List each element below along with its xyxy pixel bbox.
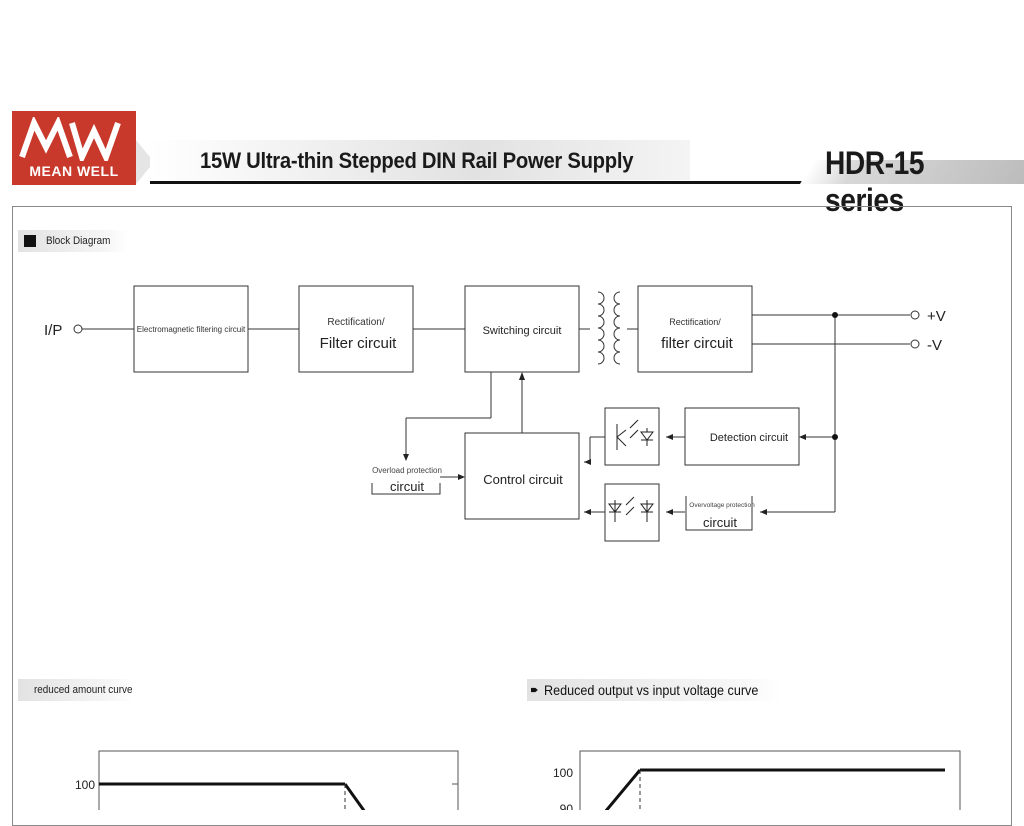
input-label: I/P: [44, 322, 62, 339]
emi-filter-label: Electromagnetic filtering circuit: [137, 325, 246, 334]
series-name: HDR-15 series: [825, 145, 925, 218]
title-band: [150, 140, 690, 180]
output-chart-frame: [579, 750, 961, 810]
section-header-output-vs-input: Reduced output vs input voltage curve: [527, 679, 782, 701]
derating-ytick-100: 100: [75, 778, 95, 792]
output-negative-label: -V: [927, 337, 942, 354]
square-bullet-icon: [24, 235, 36, 247]
logo-tail-decoration: [136, 140, 154, 184]
output-ytick-100: 100: [553, 766, 573, 780]
section-title-derating: reduced amount curve: [34, 684, 133, 696]
output-ytick-90: 90: [560, 802, 574, 810]
rect1-label-line2: Filter circuit: [320, 335, 398, 352]
optocoupler-2-icon: [608, 496, 654, 522]
switching-label: Switching circuit: [483, 325, 562, 337]
section-header-block-diagram: Block Diagram: [18, 230, 128, 252]
meanwell-logo: MEAN WELL: [12, 111, 136, 185]
rect2-label-line1: Rectification/: [669, 317, 721, 327]
olp-label-line2: circuit: [390, 479, 424, 494]
optocoupler-1-icon: [616, 419, 654, 450]
olp-label-line1: Overload protection: [372, 466, 442, 475]
logo-text: MEAN WELL: [29, 163, 119, 179]
derating-chart-frame: [98, 750, 459, 810]
rect2-label-line2: filter circuit: [661, 335, 734, 352]
arrow-bullet-icon: [531, 687, 538, 693]
header-divider: [150, 181, 810, 184]
ovp-label-line1: Overvoltage protection: [689, 502, 755, 509]
control-label: Control circuit: [483, 472, 563, 487]
ovp-label-line2: circuit: [703, 515, 737, 530]
output-positive-label: +V: [927, 308, 946, 325]
section-title-block-diagram: Block Diagram: [46, 235, 111, 247]
detection-label: Detection circuit: [710, 432, 788, 444]
output-curve-rise: [604, 769, 642, 810]
rect1-label-line1: Rectification/: [327, 317, 384, 328]
derating-chart: 100: [75, 750, 459, 810]
page-title: 15W Ultra-thin Stepped DIN Rail Power Su…: [200, 148, 634, 173]
section-title-output-vs-input: Reduced output vs input voltage curve: [543, 682, 759, 698]
output-vs-input-chart: 100 90: [553, 750, 961, 810]
section-header-derating: reduced amount curve: [18, 679, 133, 701]
derating-curve-slope: [343, 783, 366, 810]
mw-logo-mark-icon: [19, 117, 121, 161]
